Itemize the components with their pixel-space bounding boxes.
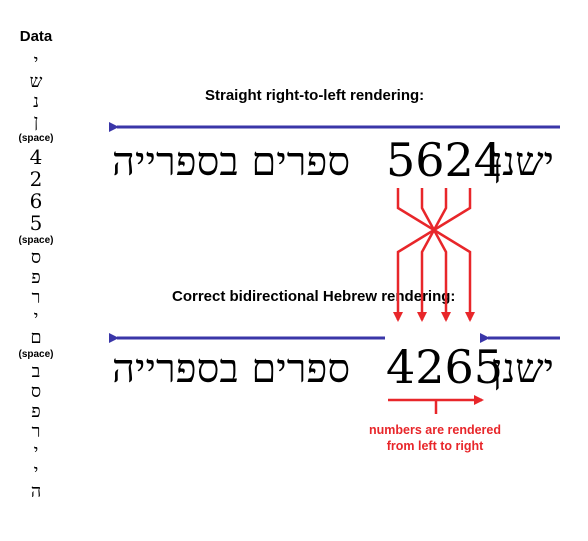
data-character: ה bbox=[30, 481, 42, 502]
data-character: 5 bbox=[29, 211, 43, 235]
data-character: ן bbox=[33, 111, 39, 132]
data-character: 2 bbox=[29, 167, 43, 191]
correct-word-right: ישנן bbox=[492, 346, 555, 392]
note-line-1: numbers are rendered bbox=[369, 423, 501, 437]
data-character: י bbox=[33, 441, 39, 462]
red-map-digit-2 bbox=[417, 188, 448, 322]
data-character: ב bbox=[31, 361, 41, 382]
data-character: ר bbox=[31, 287, 41, 308]
data-space-marker: (space) bbox=[18, 349, 54, 360]
data-character: 6 bbox=[29, 189, 43, 213]
data-character: ס bbox=[30, 381, 42, 402]
data-character: ס bbox=[30, 247, 42, 268]
straight-word-right: ישנן bbox=[492, 139, 555, 185]
note-line-2: from left to right bbox=[386, 439, 484, 453]
straight-number: 5624 bbox=[386, 133, 504, 187]
data-space-marker: (space) bbox=[18, 235, 54, 246]
data-character: פ bbox=[31, 267, 41, 288]
data-character: 4 bbox=[29, 145, 43, 169]
correct-words-left: ספרים בספרייה bbox=[112, 346, 351, 392]
data-space-marker: (space) bbox=[18, 133, 54, 144]
left-to-right-note: numbers are rendered from left to right bbox=[355, 422, 515, 454]
red-map-digit-4 bbox=[393, 188, 472, 322]
straight-rendering-heading: Straight right-to-left rendering: bbox=[205, 87, 425, 104]
data-character: נ bbox=[33, 91, 39, 112]
data-character: ש bbox=[29, 71, 43, 92]
data-character: ר bbox=[31, 421, 41, 442]
correct-number: 4265 bbox=[386, 340, 504, 394]
data-character: ם bbox=[30, 327, 42, 348]
data-character: י bbox=[33, 307, 39, 328]
straight-words-left: ספרים בספרייה bbox=[112, 139, 351, 185]
correct-rendering-heading: Correct bidirectional Hebrew rendering: bbox=[172, 288, 456, 305]
data-character: י bbox=[33, 51, 39, 72]
data-character: י bbox=[33, 461, 39, 482]
data-column-title: Data bbox=[19, 28, 53, 45]
red-map-digit-5 bbox=[396, 188, 475, 322]
red-map-digit-6 bbox=[420, 188, 451, 322]
data-character: פ bbox=[31, 401, 41, 422]
